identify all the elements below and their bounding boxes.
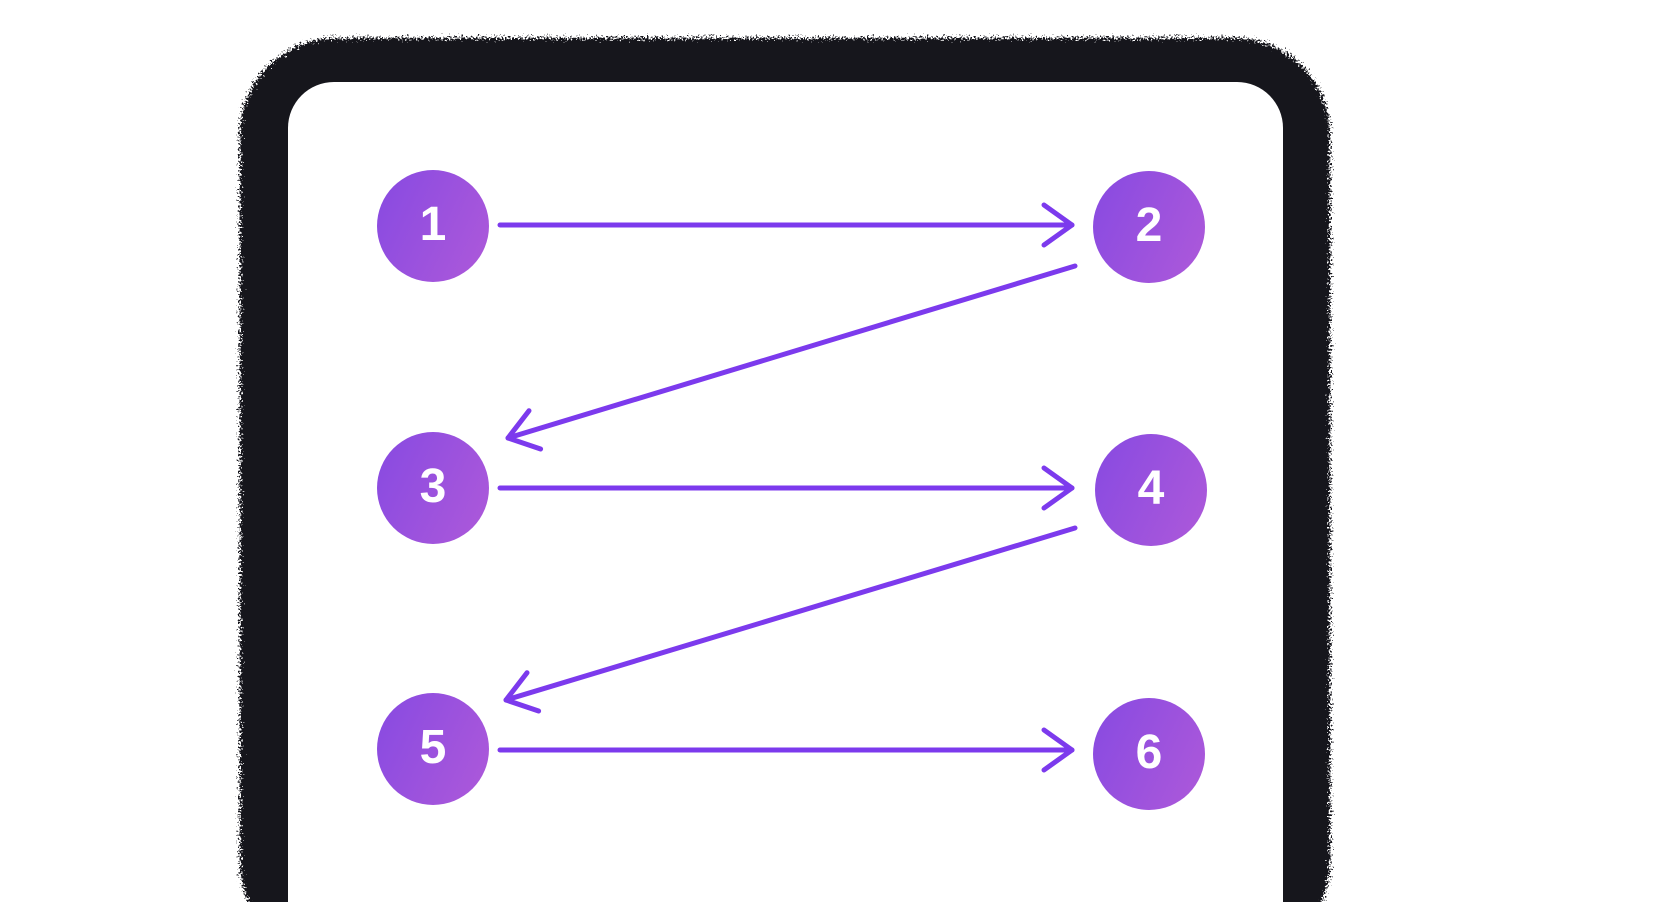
step-node-6: 6 xyxy=(1093,698,1205,810)
step-node-3-label: 3 xyxy=(419,460,447,513)
step-node-4: 4 xyxy=(1095,434,1207,546)
step-node-2: 2 xyxy=(1093,171,1205,283)
step-node-2-label: 2 xyxy=(1135,199,1163,252)
step-node-5-label: 5 xyxy=(419,721,447,774)
step-node-1: 1 xyxy=(377,170,489,282)
step-node-4-label: 4 xyxy=(1137,462,1165,515)
step-node-5: 5 xyxy=(377,693,489,805)
step-node-1-label: 1 xyxy=(419,198,447,251)
edge-4-to-5-arrow xyxy=(503,525,1078,714)
step-node-3: 3 xyxy=(377,432,489,544)
step-node-6-label: 6 xyxy=(1135,726,1163,779)
edge-2-to-3-arrow xyxy=(505,263,1078,452)
